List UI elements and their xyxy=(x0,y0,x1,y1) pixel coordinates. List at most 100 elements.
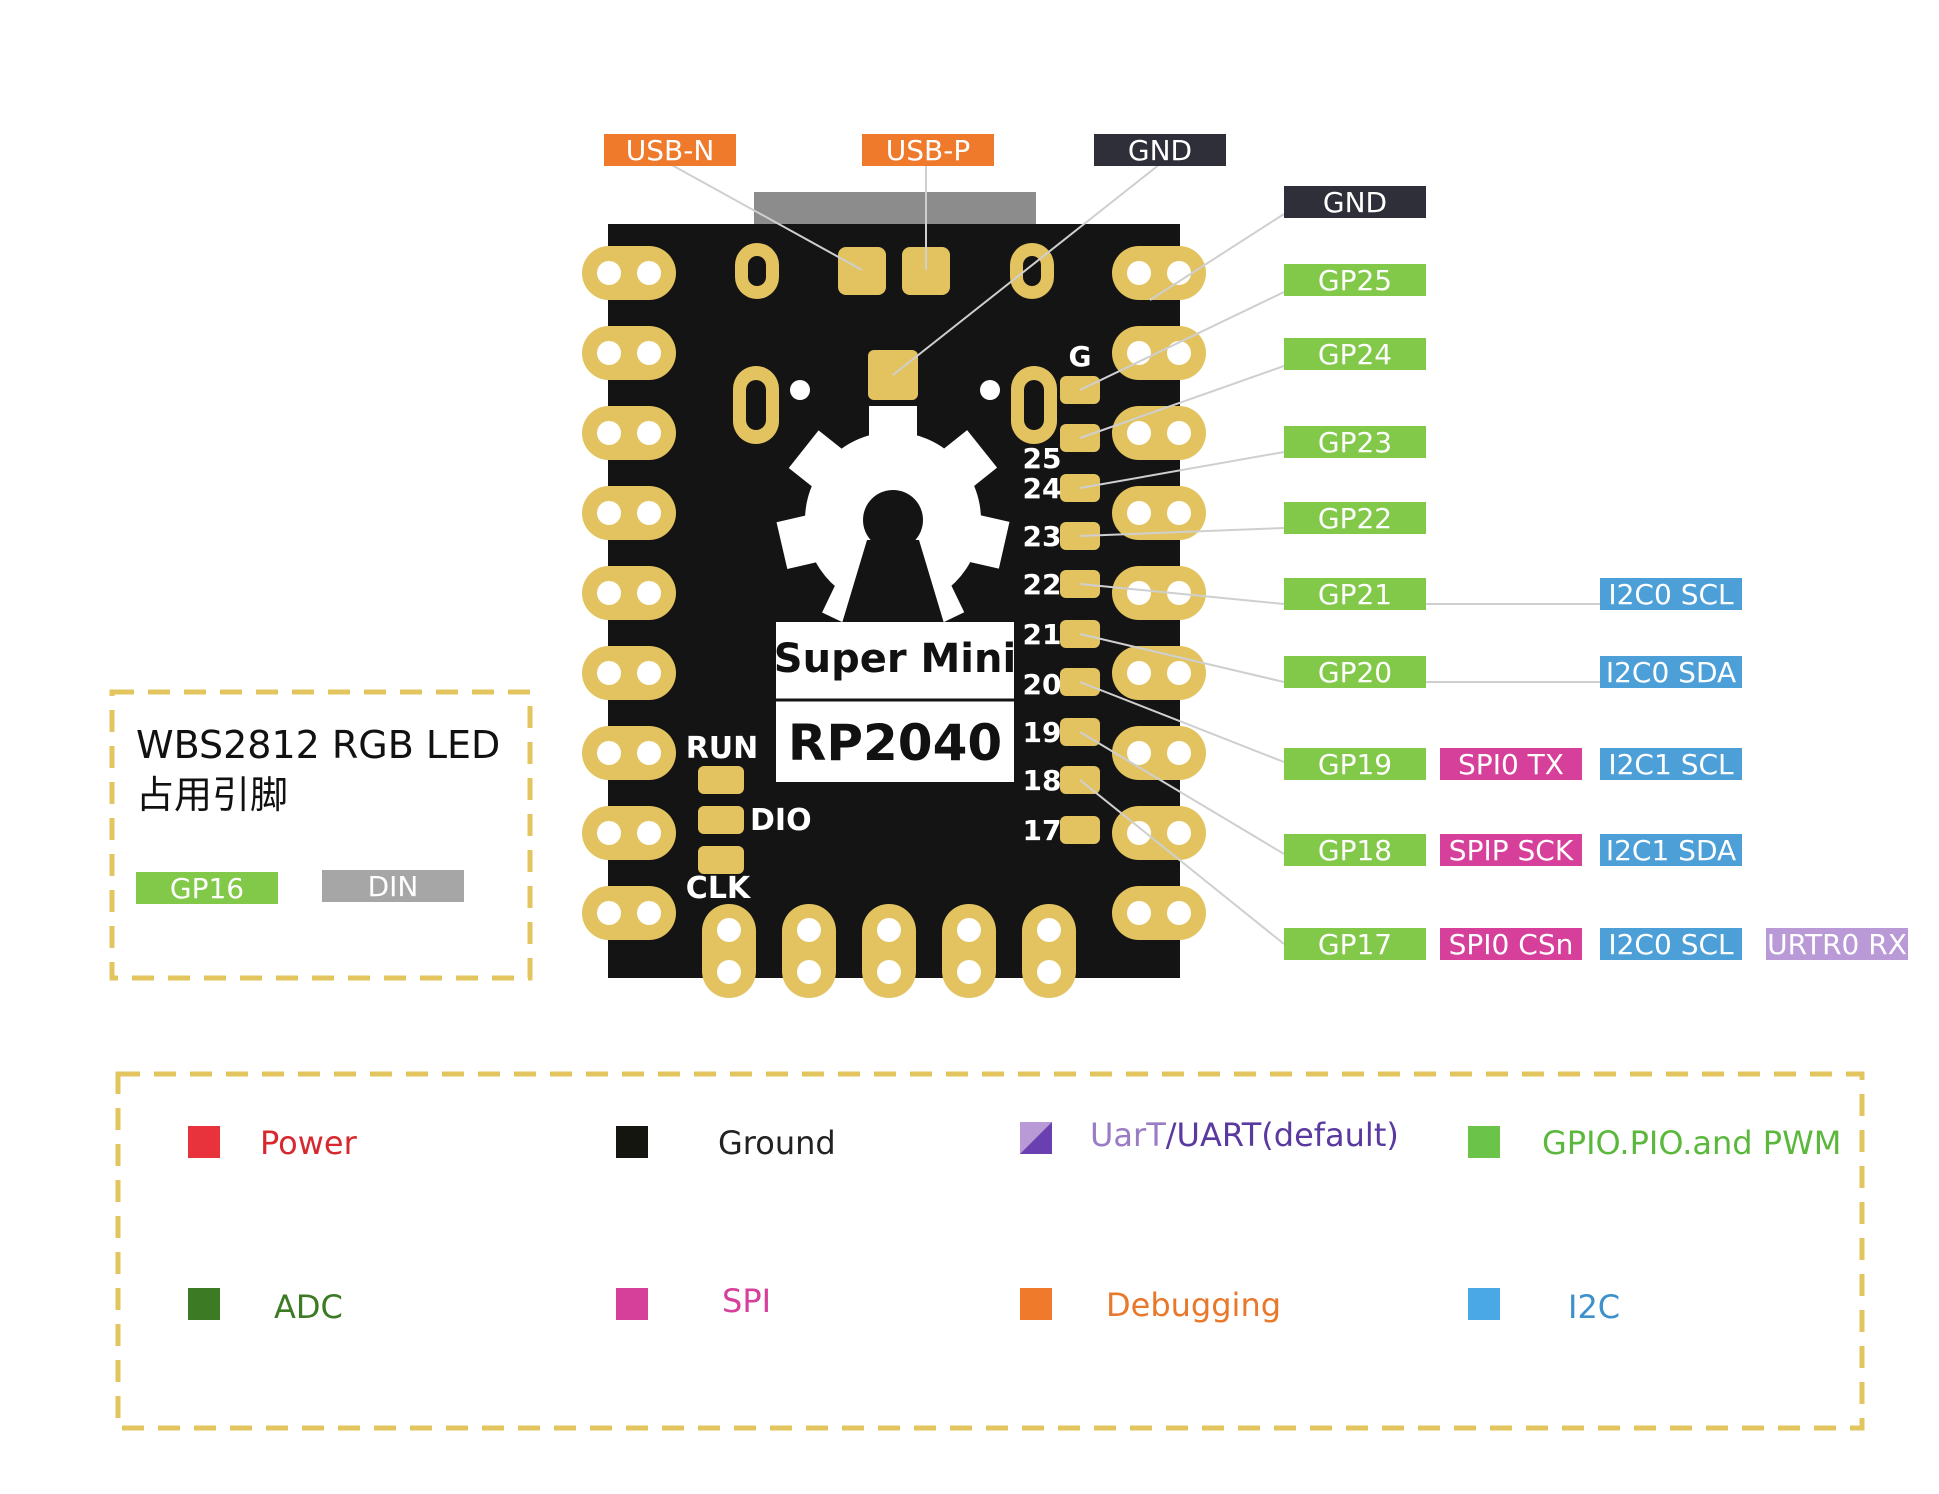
pin-num-18: 18 xyxy=(1023,764,1062,797)
gp19-i2c-label: I2C1 SCL xyxy=(1608,748,1734,781)
left-pad xyxy=(582,566,676,620)
led-subtitle: 占用引脚 xyxy=(136,773,288,817)
right-pad xyxy=(1112,246,1206,300)
gp22-tag xyxy=(1284,502,1426,534)
gp23-tag xyxy=(1284,426,1426,458)
right-pad xyxy=(1112,806,1206,860)
pin-num-22: 22 xyxy=(1023,568,1062,601)
gp21-tag xyxy=(1284,578,1426,610)
gnd-top-tag xyxy=(1094,134,1226,166)
right-pad xyxy=(1112,406,1206,460)
right-pad xyxy=(1112,486,1206,540)
usb-p-label: USB-P xyxy=(886,134,970,167)
legend-uart-b: /UART(default) xyxy=(1166,1116,1399,1154)
board-name: Super Mini xyxy=(774,636,1016,682)
left-pad xyxy=(582,246,676,300)
pin-num-19: 19 xyxy=(1023,716,1062,749)
legend-gpio: GPIO.PIO.and PWM xyxy=(1542,1124,1841,1162)
gp19-tag xyxy=(1284,748,1426,780)
pin-num-17: 17 xyxy=(1023,814,1062,847)
gp20-label: GP20 xyxy=(1318,656,1392,689)
left-pad xyxy=(582,646,676,700)
usb-p-tag xyxy=(862,134,994,166)
usb-connector xyxy=(754,192,1036,226)
right-pads xyxy=(1112,246,1206,940)
din-tag xyxy=(322,870,464,902)
legend-uart: UarT/UART(default) xyxy=(1090,1116,1399,1154)
legend-ground-swatch xyxy=(616,1126,648,1158)
top-labels: USB-N USB-P GND xyxy=(604,134,1226,167)
gp17-uart-label: URTR0 RX xyxy=(1767,928,1907,961)
bottom-pad xyxy=(942,904,996,998)
left-pad xyxy=(582,326,676,380)
chip-name: RP2040 xyxy=(788,714,1002,772)
gp20-i2c-label: I2C0 SDA xyxy=(1606,656,1736,689)
gp18-tag xyxy=(1284,834,1426,866)
gp21-i2c-tag xyxy=(1600,578,1742,610)
right-pad xyxy=(1112,886,1206,940)
board: Super Mini RP2040 G 25 24 23 22 21 20 19… xyxy=(582,192,1206,998)
din-label: DIN xyxy=(368,870,419,903)
left-pad xyxy=(582,726,676,780)
gp16-tag xyxy=(136,872,278,904)
gnd-top-label: GND xyxy=(1128,134,1192,167)
gp18-spi-label: SPIP SCK xyxy=(1449,834,1574,867)
legend-power-swatch xyxy=(188,1126,220,1158)
gp18-i2c-tag xyxy=(1600,834,1742,866)
legend-adc-swatch xyxy=(188,1288,220,1320)
legend-spi: SPI xyxy=(722,1282,771,1320)
left-pad xyxy=(582,486,676,540)
left-pad xyxy=(582,406,676,460)
legend-uart-a: UarT xyxy=(1090,1116,1166,1154)
pin-num-21: 21 xyxy=(1023,618,1062,651)
usb-p-pad xyxy=(902,247,950,295)
legend-gpio-swatch xyxy=(1468,1126,1500,1158)
led-title: WBS2812 RGB LED xyxy=(136,723,500,767)
left-pads xyxy=(582,246,676,940)
bottom-pads xyxy=(702,904,1076,998)
pin-num-25: 25 xyxy=(1023,442,1062,475)
left-pad xyxy=(582,806,676,860)
bottom-pad xyxy=(782,904,836,998)
right-pad xyxy=(1112,726,1206,780)
legend-uart-swatch xyxy=(1020,1122,1052,1154)
legend-i2c-swatch xyxy=(1468,1288,1500,1320)
gnd-right-tag xyxy=(1284,186,1426,218)
gp17-label: GP17 xyxy=(1318,928,1392,961)
clk-pad xyxy=(698,846,744,874)
right-pin-labels: GND GP25 GP24 GP23 GP22 GP21 I2C0 SCL GP… xyxy=(1284,186,1908,961)
gp18-label: GP18 xyxy=(1318,834,1392,867)
dio-pad xyxy=(698,806,744,834)
gp16-label: GP16 xyxy=(170,872,244,905)
legend: Power Ground UarT/UART(default) GPIO.PIO… xyxy=(115,1071,1865,1431)
board-name-box xyxy=(776,622,1014,782)
clk-label: CLK xyxy=(686,871,752,906)
legend-i2c: I2C xyxy=(1568,1288,1620,1326)
pin-num-20: 20 xyxy=(1023,668,1062,701)
pin-num-24: 24 xyxy=(1023,472,1062,505)
legend-ground: Ground xyxy=(718,1124,836,1162)
gp24-label: GP24 xyxy=(1318,338,1392,371)
right-pad xyxy=(1112,566,1206,620)
legend-debugging-swatch xyxy=(1020,1288,1052,1320)
usb-n-pad xyxy=(838,247,886,295)
gp17-tag xyxy=(1284,928,1426,960)
gp17-i2c-tag xyxy=(1600,928,1742,960)
usb-n-label: USB-N xyxy=(626,134,715,167)
bottom-pad xyxy=(702,904,756,998)
gp18-spi-tag xyxy=(1440,834,1582,866)
gp17-i2c-label: I2C0 SCL xyxy=(1608,928,1734,961)
gp21-label: GP21 xyxy=(1318,578,1392,611)
legend-debugging: Debugging xyxy=(1106,1286,1281,1324)
gp22-label: GP22 xyxy=(1318,502,1392,535)
bottom-pad xyxy=(862,904,916,998)
gp19-spi-label: SPI0 TX xyxy=(1458,748,1564,781)
gp19-label: GP19 xyxy=(1318,748,1392,781)
gp18-i2c-label: I2C1 SDA xyxy=(1606,834,1736,867)
leader-lines xyxy=(669,163,1600,945)
legend-adc: ADC xyxy=(274,1288,343,1326)
led-info-box: WBS2812 RGB LED 占用引脚 GP16 DIN xyxy=(109,689,533,981)
gp17-spi-tag xyxy=(1440,928,1582,960)
left-pad xyxy=(582,886,676,940)
